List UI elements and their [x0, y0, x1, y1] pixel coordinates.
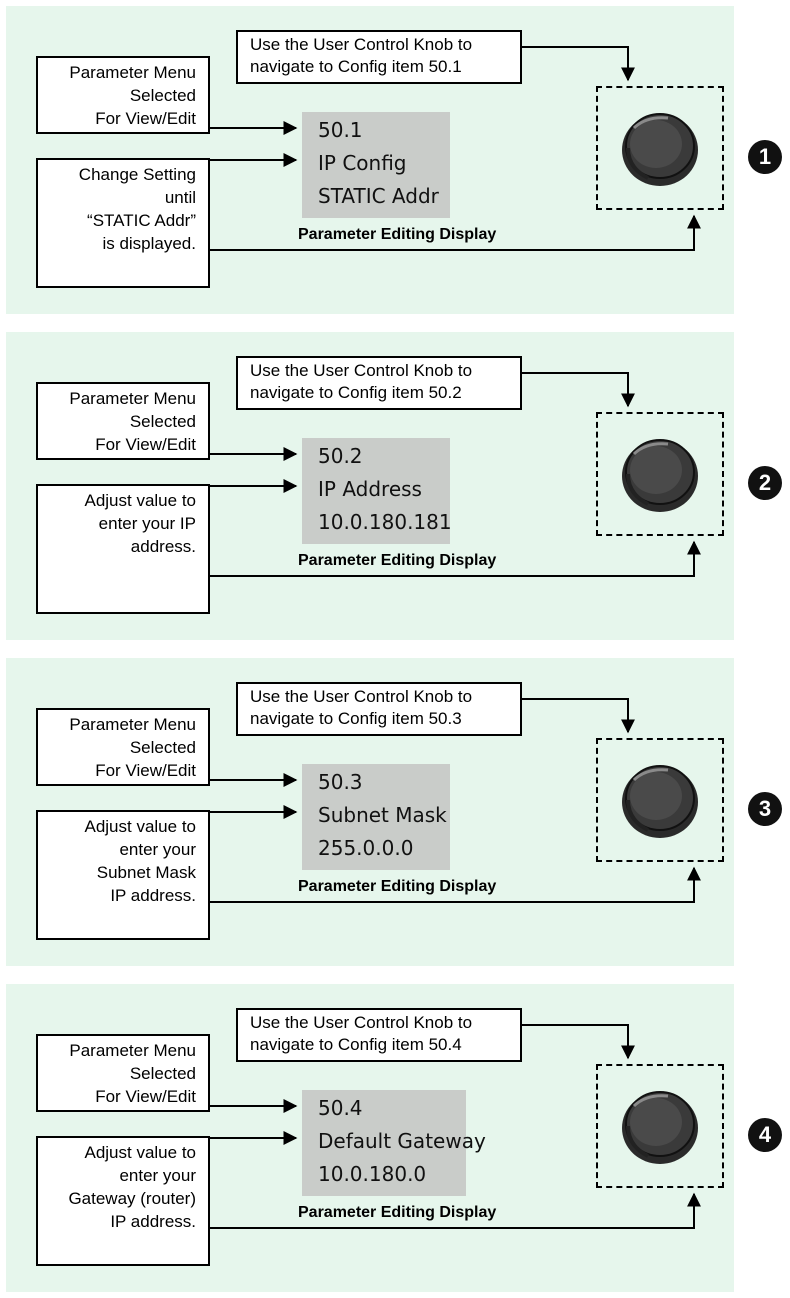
menu-label-line: Selected: [129, 1064, 196, 1083]
menu-label-line: For View/Edit: [95, 1087, 196, 1106]
instruction-line: Use the User Control Knob to: [250, 1013, 473, 1032]
display-title: Parameter Editing Display: [298, 878, 497, 895]
menu-label-line: Parameter Menu: [69, 715, 196, 734]
display-title: Parameter Editing Display: [298, 1204, 497, 1221]
change-label-line: until: [164, 188, 196, 207]
display-line: 50.2: [318, 444, 363, 468]
menu-label-line: Parameter Menu: [69, 1041, 196, 1060]
change-label-line: Adjust value to: [84, 817, 196, 836]
instruction-line: navigate to Config item 50.1: [250, 57, 462, 76]
panel-step-4: Use the User Control Knob to navigate to …: [0, 978, 790, 1298]
knob-frame: [596, 1064, 724, 1188]
instruction-line: Use the User Control Knob to: [250, 35, 473, 54]
change-label-line: enter your: [119, 840, 196, 859]
step-number-badge: 4: [748, 1118, 782, 1152]
arrow-connectors: [210, 46, 701, 251]
instruction-box: Use the User Control Knob to navigate to …: [236, 1008, 522, 1062]
panel-step-3: Use the User Control Knob to navigate to …: [0, 652, 790, 972]
change-label-line: Gateway (router): [68, 1189, 196, 1208]
menu-label-line: Parameter Menu: [69, 63, 196, 82]
lcd-display: 50.2 IP Address 10.0.180.181: [302, 438, 452, 544]
display-line: 255.0.0.0: [318, 836, 414, 860]
panel-step-2: Use the User Control Knob to navigate to …: [0, 326, 790, 646]
instruction-line: Use the User Control Knob to: [250, 361, 473, 380]
change-label-line: IP address.: [110, 886, 196, 905]
knob-frame: [596, 412, 724, 536]
change-label-line: is displayed.: [102, 234, 196, 253]
menu-label-line: For View/Edit: [95, 761, 196, 780]
panel-step-1: Use the User Control Knob to navigate to …: [0, 0, 790, 320]
knob-frame: [596, 86, 724, 210]
instruction-box: Use the User Control Knob to navigate to …: [236, 30, 522, 84]
change-label-line: address.: [130, 537, 196, 556]
display-line: Subnet Mask: [318, 803, 447, 827]
display-line: 10.0.180.181: [318, 510, 452, 534]
step-number-badge: 1: [748, 140, 782, 174]
arrow-connectors: [210, 698, 701, 903]
instruction-box: Use the User Control Knob to navigate to …: [236, 682, 522, 736]
menu-label-line: Parameter Menu: [69, 389, 196, 408]
display-line: STATIC Addr: [318, 184, 439, 208]
display-line: 50.4: [318, 1096, 363, 1120]
instruction-line: navigate to Config item 50.4: [250, 1035, 462, 1054]
display-line: IP Config: [318, 151, 407, 175]
instruction-box: Use the User Control Knob to navigate to …: [236, 356, 522, 410]
display-title: Parameter Editing Display: [298, 552, 497, 569]
display-line: IP Address: [318, 477, 422, 501]
change-label-line: Adjust value to: [84, 491, 196, 510]
step-number-badge: 2: [748, 466, 782, 500]
menu-label-line: Selected: [129, 86, 196, 105]
instruction-line: navigate to Config item 50.3: [250, 709, 462, 728]
change-label-line: Change Setting: [78, 165, 196, 184]
change-label-line: enter your IP: [98, 514, 196, 533]
display-title: Parameter Editing Display: [298, 226, 497, 243]
menu-label-line: Selected: [129, 412, 196, 431]
change-label-line: Subnet Mask: [96, 863, 196, 882]
menu-label-line: Selected: [129, 738, 196, 757]
instruction-line: Use the User Control Knob to: [250, 687, 473, 706]
arrow-connectors: [210, 372, 701, 577]
display-line: 10.0.180.0: [318, 1162, 427, 1186]
change-label-line: enter your: [119, 1166, 196, 1185]
step-number-badge: 3: [748, 792, 782, 826]
change-setting-box: Adjust value to enter your IP address.: [36, 484, 210, 614]
display-line: Default Gateway: [318, 1129, 486, 1153]
change-label-line: Adjust value to: [84, 1143, 196, 1162]
control-knob-icon[interactable]: [598, 740, 722, 860]
change-label-line: IP address.: [110, 1212, 196, 1231]
menu-label-line: For View/Edit: [95, 435, 196, 454]
change-setting-box: Change Setting until “STATIC Addr” is displ…: [36, 158, 210, 288]
control-knob-icon[interactable]: [598, 1066, 722, 1186]
menu-label-line: For View/Edit: [95, 109, 196, 128]
display-line: 50.1: [318, 118, 363, 142]
control-knob-icon[interactable]: [598, 414, 722, 534]
arrow-connectors: [210, 1024, 701, 1229]
control-knob-icon[interactable]: [598, 88, 722, 208]
knob-frame: [596, 738, 724, 862]
display-line: 50.3: [318, 770, 363, 794]
instruction-line: navigate to Config item 50.2: [250, 383, 462, 402]
change-label-line: “STATIC Addr”: [87, 211, 196, 230]
